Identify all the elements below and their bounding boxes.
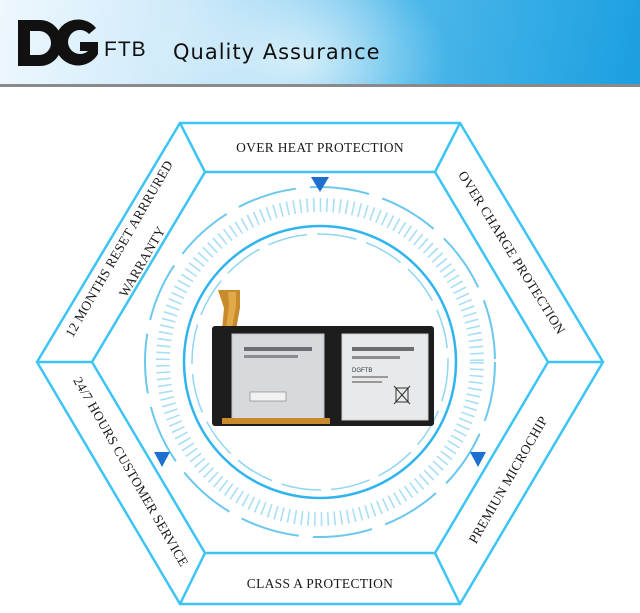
hexagon-connectors	[37, 122, 603, 605]
pointer-top-icon	[311, 177, 329, 192]
tagline: Quality Assurance	[173, 40, 381, 64]
battery-brand-label: DGFTB	[352, 368, 372, 374]
dg-logo-icon	[18, 19, 98, 66]
feature-diagram: DGFTB OVER HEAT PROTECTION CLASS A PROTE…	[35, 121, 605, 606]
feature-over-heat: OVER HEAT PROTECTION	[236, 140, 404, 155]
recycle-bin-icon	[393, 385, 411, 405]
pointer-left-icon	[154, 452, 170, 467]
inner-ring	[182, 224, 458, 500]
pointer-right-icon	[470, 452, 486, 467]
header-divider	[0, 84, 640, 87]
inner-dashed-ring	[191, 233, 449, 491]
battery-product: DGFTB	[212, 290, 434, 426]
header-banner: FTB Quality Assurance	[0, 0, 640, 84]
header-glow	[150, 0, 450, 84]
tick-ring	[156, 198, 484, 526]
feature-class-a: CLASS A PROTECTION	[247, 576, 393, 591]
logo-suffix: FTB	[104, 38, 147, 61]
feature-over-charge: OVER CHARGE PROTECTION	[455, 168, 568, 337]
